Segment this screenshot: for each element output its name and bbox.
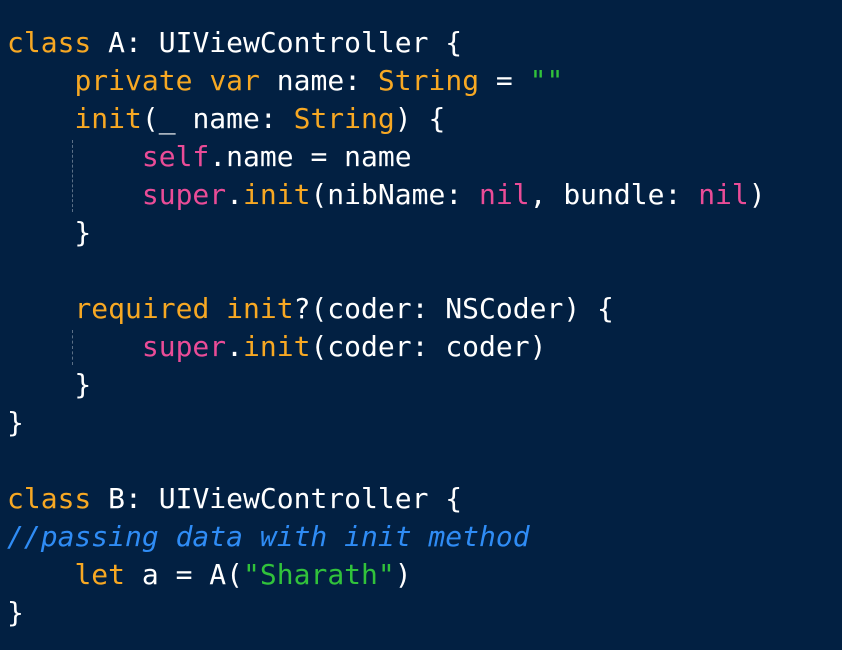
keyword-token: init xyxy=(243,330,311,363)
plain-token xyxy=(192,64,209,97)
code-line: } xyxy=(7,404,24,442)
plain-token: a = A( xyxy=(125,558,244,591)
comment-token: //passing data with init method xyxy=(7,520,530,553)
keyword-token: String xyxy=(293,102,395,135)
plain-token: ) xyxy=(394,558,412,591)
keyword-token: init xyxy=(226,292,294,325)
plain-token: name: xyxy=(259,64,378,97)
plain-token xyxy=(7,292,74,325)
keyword-token: class xyxy=(7,26,92,59)
string-literal-token: "Sharath" xyxy=(243,558,395,591)
code-line: let a = A("Sharath") xyxy=(7,556,412,594)
keyword-token: init xyxy=(243,178,311,211)
plain-token: A: UIViewController { xyxy=(91,26,463,59)
keyword-token: private xyxy=(74,64,193,97)
code-line: //passing data with init method xyxy=(7,518,530,556)
plain-token: . xyxy=(226,178,244,211)
plain-token: ) xyxy=(748,178,766,211)
keyword-token: class xyxy=(7,482,92,515)
code-line: private var name: String = "" xyxy=(7,62,563,100)
plain-token: (_ name: xyxy=(141,102,294,135)
code-line: class A: UIViewController { xyxy=(7,24,462,62)
plain-token: } xyxy=(7,368,92,401)
plain-token xyxy=(7,64,74,97)
keyword-token: init xyxy=(74,102,142,135)
plain-token xyxy=(209,292,226,325)
plain-token xyxy=(7,140,142,173)
plain-token xyxy=(7,330,142,363)
code-line: required init?(coder: NSCoder) { xyxy=(7,290,614,328)
plain-token: , bundle: xyxy=(529,178,699,211)
code-line: self.name = name xyxy=(7,138,412,176)
plain-token xyxy=(7,558,74,591)
keyword-token: var xyxy=(209,64,260,97)
plain-token xyxy=(7,102,74,135)
code-line: } xyxy=(7,594,24,632)
keyword-token: required xyxy=(74,292,210,325)
self-super-nil-token: self xyxy=(141,140,210,173)
plain-token: } xyxy=(7,216,92,249)
plain-token: .name = name xyxy=(209,140,412,173)
self-super-nil-token: super xyxy=(141,330,227,363)
keyword-token: String xyxy=(377,64,480,97)
code-line: class B: UIViewController { xyxy=(7,480,462,518)
plain-token: } xyxy=(7,596,24,629)
code-line: super.init(coder: coder) xyxy=(7,328,547,366)
string-literal-token: "" xyxy=(529,64,564,97)
self-super-nil-token: super xyxy=(141,178,227,211)
plain-token: } xyxy=(7,406,24,439)
plain-token: = xyxy=(479,64,530,97)
indent-guide-required-init xyxy=(72,330,73,365)
plain-token: ) { xyxy=(394,102,446,135)
code-line: } xyxy=(7,214,91,252)
self-super-nil-token: nil xyxy=(698,178,749,211)
plain-token: (nibName: xyxy=(310,178,480,211)
plain-token: (coder: coder) xyxy=(310,330,547,363)
code-line: init(_ name: String) { xyxy=(7,100,445,138)
keyword-token: let xyxy=(74,558,126,591)
plain-token: . xyxy=(226,330,244,363)
code-line: super.init(nibName: nil, bundle: nil) xyxy=(7,176,766,214)
code-line: } xyxy=(7,366,91,404)
plain-token: B: UIViewController { xyxy=(91,482,463,515)
indent-guide-init xyxy=(72,140,73,212)
plain-token: ?(coder: NSCoder) { xyxy=(293,292,614,325)
plain-token xyxy=(7,178,142,211)
self-super-nil-token: nil xyxy=(479,178,530,211)
